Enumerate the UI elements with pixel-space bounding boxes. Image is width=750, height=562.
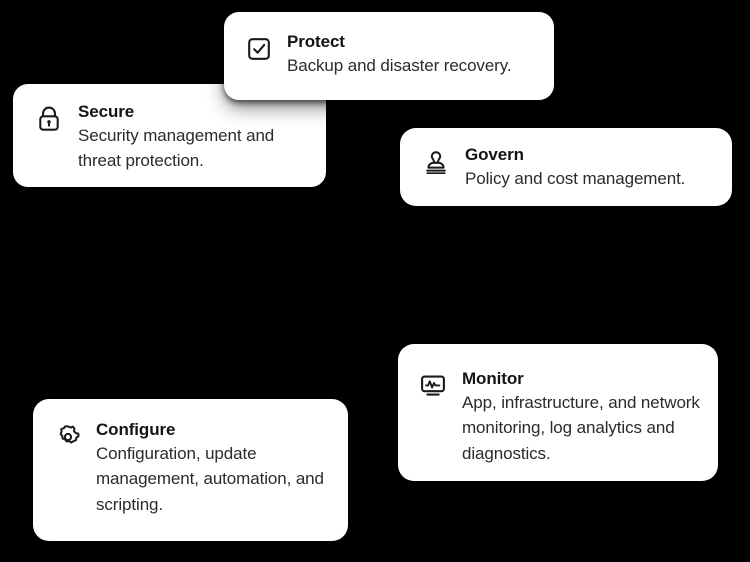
card-text: Secure Security management and threat pr… [78,102,310,174]
stamp-icon [421,147,451,177]
card-text: Monitor App, infrastructure, and network… [462,369,702,466]
card-description: Security management and threat protectio… [78,125,275,171]
card-title: Secure [78,102,135,121]
card-configure[interactable]: Configure Configuration, update manageme… [33,399,348,541]
checkbox-checked-icon [244,34,274,64]
card-description: Configuration, update management, automa… [96,443,324,514]
card-description: Policy and cost management. [465,168,686,188]
card-text: Configure Configuration, update manageme… [96,420,332,517]
card-title: Configure [96,420,176,439]
card-description: Backup and disaster recovery. [287,55,512,75]
card-text: Govern Policy and cost management. [465,145,716,191]
card-secure[interactable]: Secure Security management and threat pr… [13,84,326,187]
card-title: Govern [465,145,524,164]
card-description: App, infrastructure, and network monitor… [462,392,700,463]
card-title: Monitor [462,369,524,388]
card-protect[interactable]: Protect Backup and disaster recovery. [224,12,554,100]
card-monitor[interactable]: Monitor App, infrastructure, and network… [398,344,718,481]
card-text: Protect Backup and disaster recovery. [287,32,536,78]
card-govern[interactable]: Govern Policy and cost management. [400,128,732,206]
lock-icon [34,104,64,134]
card-title: Protect [287,32,345,51]
gear-icon [53,422,83,452]
monitor-pulse-icon [418,371,448,401]
